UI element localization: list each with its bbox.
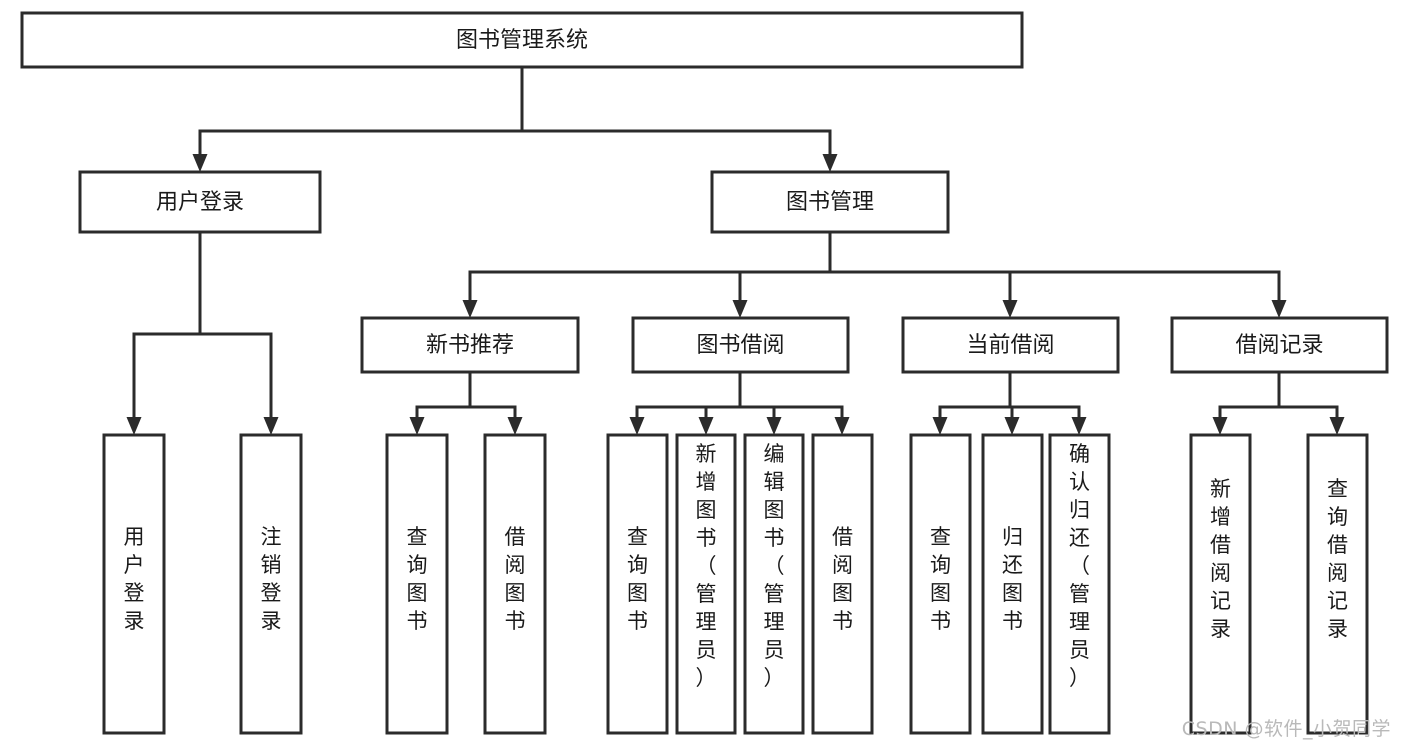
connector-group-borrow-record-to-leaves (1212, 370, 1345, 435)
leaf-leaf-return-book[interactable]: 归还图书 (981, 433, 1044, 735)
arrow-head-0 (932, 417, 948, 435)
leaf-leaf-add-book-admin[interactable]: 新增图书（管理员） (675, 433, 737, 735)
leaf-box-leaf-query-book-3[interactable] (909, 433, 972, 735)
connector-group-book-borrow-to-leaves (629, 370, 850, 435)
arrow-head-3 (834, 417, 850, 435)
leaf-leaf-query-book-3[interactable]: 查询图书 (909, 433, 972, 735)
arrow-head-0 (629, 417, 645, 435)
leaf-box-leaf-borrow-book-1[interactable] (483, 433, 547, 735)
arrow-head-0 (126, 417, 142, 435)
leaf-leaf-query-borrow-record[interactable]: 查询借阅记录 (1306, 433, 1369, 735)
connector-group-root-to-level2 (192, 65, 838, 172)
leaf-box-leaf-logout[interactable] (239, 433, 303, 735)
node-box-book-manage[interactable] (710, 170, 950, 234)
node-label-new-book-recommend: 新书推荐 (426, 333, 514, 358)
leaf-label-leaf-add-borrow-record: 新增借阅记录 (1210, 477, 1231, 641)
node-label-current-borrow: 当前借阅 (966, 333, 1054, 358)
node-box-root[interactable] (20, 11, 1024, 69)
leaf-leaf-add-borrow-record[interactable]: 新增借阅记录 (1189, 433, 1252, 735)
node-box-new-book-recommend[interactable] (360, 316, 580, 374)
leaf-box-leaf-confirm-return-admin[interactable] (1048, 433, 1111, 735)
node-current-borrow[interactable]: 当前借阅 (901, 316, 1120, 374)
leaf-box-leaf-add-book-admin[interactable] (675, 433, 737, 735)
connector-group-user-login-to-leaves (126, 230, 279, 435)
node-label-borrow-record: 借阅记录 (1235, 333, 1323, 358)
leaf-label-leaf-confirm-return-admin: 确认归还（管理员） (1069, 442, 1090, 690)
leaf-label-leaf-borrow-book-2: 借阅图书 (832, 525, 853, 633)
node-label-user-login: 用户登录 (156, 190, 244, 215)
node-box-user-login[interactable] (78, 170, 322, 234)
arrow-head-1 (732, 300, 748, 318)
leaf-label-leaf-user-login: 用户登录 (124, 525, 145, 633)
leaf-label-leaf-return-book: 归还图书 (1002, 525, 1023, 633)
node-book-borrow[interactable]: 图书借阅 (631, 316, 850, 374)
arrow-head-1 (1329, 417, 1345, 435)
leaf-box-leaf-user-login[interactable] (102, 433, 166, 735)
node-label-book-borrow: 图书借阅 (696, 333, 784, 358)
connector-group-book-manage-to-level3 (462, 230, 1287, 318)
leaf-leaf-edit-book-admin[interactable]: 编辑图书（管理员） (743, 433, 805, 735)
leaf-box-leaf-query-book-1[interactable] (385, 433, 449, 735)
leaf-label-leaf-add-book-admin: 新增图书（管理员） (696, 442, 717, 690)
arrow-head-1 (822, 154, 838, 172)
arrow-head-1 (263, 417, 279, 435)
leaf-leaf-borrow-book-2[interactable]: 借阅图书 (811, 433, 874, 735)
node-box-current-borrow[interactable] (901, 316, 1120, 374)
arrow-head-1 (1004, 417, 1020, 435)
leaf-box-leaf-borrow-book-2[interactable] (811, 433, 874, 735)
connector-layer (126, 65, 1345, 435)
node-box-borrow-record[interactable] (1170, 316, 1389, 374)
leaf-leaf-confirm-return-admin[interactable]: 确认归还（管理员） (1048, 433, 1111, 735)
node-borrow-record[interactable]: 借阅记录 (1170, 316, 1389, 374)
leaf-label-leaf-query-book-3: 查询图书 (930, 525, 951, 633)
arrow-head-1 (507, 417, 523, 435)
arrow-head-2 (1071, 417, 1087, 435)
arrow-head-3 (1271, 300, 1287, 318)
leaf-label-leaf-query-borrow-record: 查询借阅记录 (1327, 477, 1348, 641)
leaf-leaf-query-book-2[interactable]: 查询图书 (606, 433, 669, 735)
leaf-box-leaf-query-book-2[interactable] (606, 433, 669, 735)
leaf-leaf-logout[interactable]: 注销登录 (239, 433, 303, 735)
node-label-root: 图书管理系统 (456, 28, 588, 53)
connector-group-new-book-rec-to-leaves (409, 370, 523, 435)
arrow-head-1 (698, 417, 714, 435)
node-label-book-manage: 图书管理 (786, 190, 874, 215)
node-box-book-borrow[interactable] (631, 316, 850, 374)
arrow-head-2 (1002, 300, 1018, 318)
node-book-manage[interactable]: 图书管理 (710, 170, 950, 234)
leaf-leaf-borrow-book-1[interactable]: 借阅图书 (483, 433, 547, 735)
node-root[interactable]: 图书管理系统 (20, 11, 1024, 69)
node-new-book-recommend[interactable]: 新书推荐 (360, 316, 580, 374)
leaf-box-leaf-query-borrow-record[interactable] (1306, 433, 1369, 735)
leaf-layer: 用户登录 注销登录 查询图书 借阅图书 查询图书 新增图书（管理员） 编辑图书（管理员） 借阅… (102, 433, 1369, 735)
arrow-head-0 (462, 300, 478, 318)
node-user-login[interactable]: 用户登录 (78, 170, 322, 234)
arrow-head-0 (192, 154, 208, 172)
leaf-box-leaf-edit-book-admin[interactable] (743, 433, 805, 735)
leaf-label-leaf-logout: 注销登录 (261, 525, 282, 633)
arrow-head-2 (766, 417, 782, 435)
leaf-label-leaf-query-book-1: 查询图书 (407, 525, 428, 633)
leaf-leaf-query-book-1[interactable]: 查询图书 (385, 433, 449, 735)
leaf-label-leaf-borrow-book-1: 借阅图书 (505, 525, 526, 633)
leaf-label-leaf-edit-book-admin: 编辑图书（管理员） (764, 442, 785, 690)
arrow-head-0 (409, 417, 425, 435)
connector-group-current-borrow-to-leaves (932, 370, 1087, 435)
leaf-box-leaf-return-book[interactable] (981, 433, 1044, 735)
arrow-head-0 (1212, 417, 1228, 435)
leaf-leaf-user-login[interactable]: 用户登录 (102, 433, 166, 735)
leaf-label-leaf-query-book-2: 查询图书 (627, 525, 648, 633)
leaf-box-leaf-add-borrow-record[interactable] (1189, 433, 1252, 735)
